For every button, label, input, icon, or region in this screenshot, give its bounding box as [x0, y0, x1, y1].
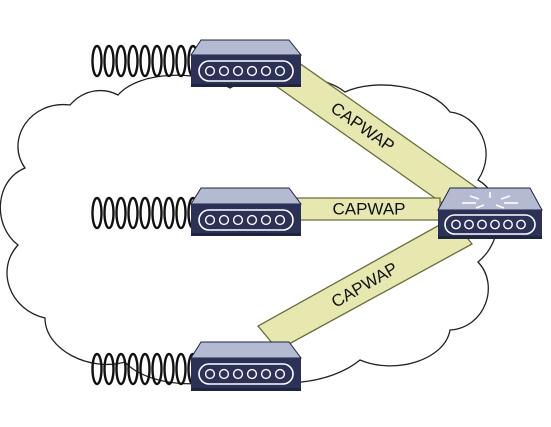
access-point-icon [190, 187, 302, 236]
antenna-coil-bottom [91, 352, 199, 386]
access-point-icon [190, 39, 303, 87]
antenna-coil-top [91, 44, 199, 78]
wireless-lan-controller-icon [437, 187, 543, 239]
antenna-coil-middle [91, 196, 199, 230]
access-point-icon [190, 341, 302, 391]
capwap-label-middle: CAPWAP [332, 199, 405, 218]
